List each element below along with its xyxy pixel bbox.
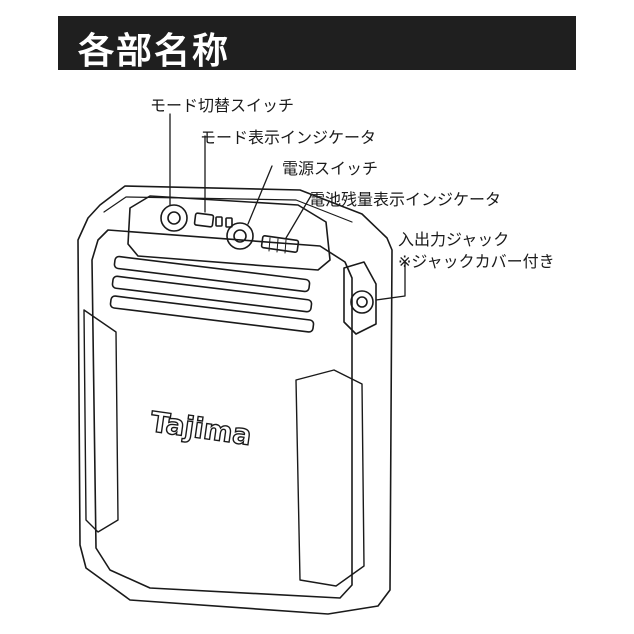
jack-housing: [343, 261, 377, 335]
callout-io-jack-note: ※ジャックカバー付き: [398, 252, 555, 271]
mode-indicator: [193, 212, 215, 228]
title-bar: 各部名称: [58, 16, 576, 72]
right-grip: [295, 369, 365, 587]
device-front-face: [91, 229, 353, 599]
top-control-panel: [127, 195, 331, 271]
io-jack: [350, 290, 374, 314]
callout-battery-indicator: 電池残量表示インジケータ: [309, 190, 502, 209]
leader-lines: [169, 113, 406, 301]
left-grip: [83, 309, 119, 533]
callout-mode-indicator: モード表示インジケータ: [200, 128, 377, 147]
mode-switch: [160, 204, 188, 232]
brand-logo: Tajima: [148, 405, 253, 452]
callout-mode-switch: モード切替スイッチ: [150, 96, 295, 115]
battery-indicator: [260, 235, 300, 253]
page-title: 各部名称: [78, 31, 231, 72]
callout-io-jack: 入出力ジャック: [398, 230, 510, 249]
callout-power-switch: 電源スイッチ: [282, 159, 379, 178]
device-body-outline: [77, 185, 393, 615]
power-switch: [226, 222, 254, 250]
vent-slots: [109, 255, 315, 333]
